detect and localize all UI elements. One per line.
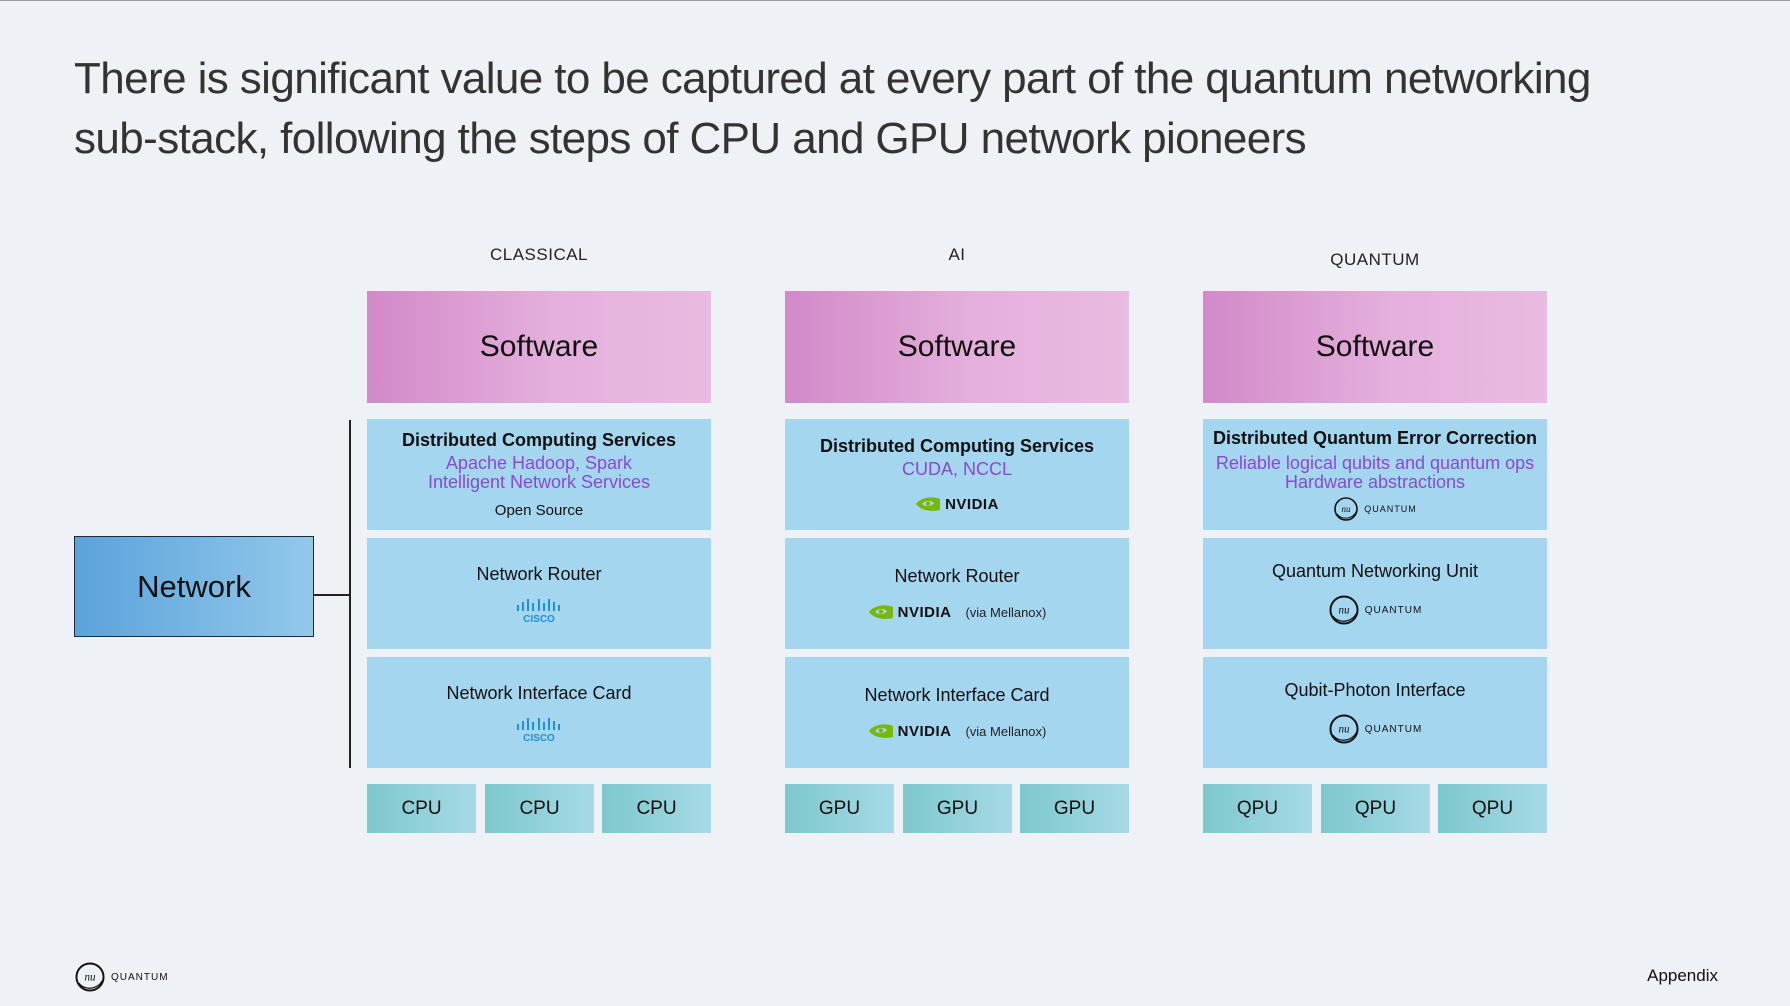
column-label-ai: AI	[948, 245, 966, 264]
nu-quantum-icon: nu	[75, 962, 105, 992]
nu-quantum-logo: nu QUANTUM	[1328, 713, 1423, 745]
services-sub-1: Apache Hadoop, Spark	[445, 453, 633, 473]
chip-cpu: CPU	[367, 784, 476, 833]
services-sub-1: CUDA, NCCL	[901, 459, 1012, 479]
column-label-classical: CLASSICAL	[489, 245, 589, 264]
cisco-icon: CISCO	[517, 599, 560, 623]
chip-cpu: CPU	[602, 784, 711, 833]
svg-text:nu: nu	[84, 972, 96, 984]
cisco-logo: CISCO	[514, 716, 564, 742]
network-label: Network	[137, 568, 251, 604]
router-box-classical: Network Router CISCO	[367, 538, 711, 649]
footer-nu-quantum-logo: nu QUANTUM	[74, 961, 169, 993]
nvidia-eye-icon	[868, 724, 893, 738]
nu-quantum-icon: nu	[1334, 496, 1359, 521]
via-mellanox: (via Mellanox)	[965, 723, 1047, 739]
qnu-box-quantum: Quantum Networking Unit nu QUANTUM	[1203, 538, 1547, 649]
services-box-ai: Distributed Computing Services CUDA, NCC…	[785, 419, 1129, 530]
cisco-icon: CISCO	[517, 718, 560, 742]
software-label: Software	[897, 330, 1017, 363]
nu-quantum-wordmark: QUANTUM	[1364, 604, 1423, 616]
software-label: Software	[479, 330, 599, 363]
nvidia-logo: NVIDIA (via Mellanox)	[868, 722, 1047, 740]
services-box-classical: Distributed Computing Services Apache Ha…	[367, 419, 711, 530]
chip-cpu: CPU	[485, 784, 594, 833]
nvidia-logo: NVIDIA (via Mellanox)	[868, 603, 1047, 621]
software-label: Software	[1315, 330, 1435, 363]
slide-title: There is significant value to be capture…	[74, 49, 1674, 169]
chip-qpu: QPU	[1203, 784, 1312, 833]
nu-quantum-icon: nu	[1329, 595, 1359, 625]
svg-text:nu: nu	[1342, 504, 1352, 514]
nvidia-logo: NVIDIA	[915, 495, 999, 513]
nvidia-wordmark: NVIDIA	[897, 603, 952, 621]
cisco-logo: CISCO	[514, 597, 564, 623]
router-title: Network Router	[476, 564, 602, 584]
chip-gpu: GPU	[785, 784, 894, 833]
svg-text:nu: nu	[1338, 724, 1350, 736]
network-box: Network	[74, 536, 314, 637]
nic-title: Network Interface Card	[864, 685, 1050, 705]
footer-appendix-label: Appendix	[1647, 966, 1718, 985]
nic-box-classical: Network Interface Card CISCO	[367, 657, 711, 768]
connector-horizontal	[314, 594, 350, 596]
column-label-quantum: QUANTUM	[1330, 250, 1420, 269]
software-box-classical: Software	[367, 291, 711, 403]
nu-quantum-logo: nu QUANTUM	[1328, 594, 1423, 626]
nvidia-eye-icon	[868, 605, 893, 619]
services-sub-2: Hardware abstractions	[1284, 471, 1466, 492]
router-title: Network Router	[894, 566, 1020, 586]
services-title: Distributed Quantum Error Correction	[1212, 427, 1538, 448]
services-box-quantum: Distributed Quantum Error Correction Rel…	[1203, 419, 1547, 530]
title-line-2: sub-stack, following the steps of CPU an…	[74, 114, 1307, 163]
chip-gpu: GPU	[903, 784, 1012, 833]
nvidia-wordmark: NVIDIA	[897, 722, 952, 740]
nu-quantum-wordmark: QUANTUM	[1364, 723, 1423, 735]
nvidia-wordmark: NVIDIA	[945, 495, 999, 513]
title-line-1: There is significant value to be capture…	[74, 54, 1591, 103]
router-title: Quantum Networking Unit	[1271, 561, 1479, 581]
connector-vertical	[349, 420, 351, 768]
svg-text:nu: nu	[1338, 605, 1350, 617]
software-box-quantum: Software	[1203, 291, 1547, 403]
chip-gpu: GPU	[1020, 784, 1129, 833]
nu-quantum-wordmark: QUANTUM	[1364, 503, 1417, 514]
chip-qpu: QPU	[1438, 784, 1547, 833]
services-title: Distributed Computing Services	[819, 436, 1095, 456]
nvidia-eye-icon	[916, 497, 941, 511]
nu-quantum-icon: nu	[1329, 714, 1359, 744]
services-sub-2: Intelligent Network Services	[427, 472, 651, 492]
services-note: Open Source	[494, 502, 584, 519]
nic-title: Network Interface Card	[446, 683, 632, 703]
services-sub-1: Reliable logical qubits and quantum ops	[1215, 452, 1535, 473]
svg-text:CISCO: CISCO	[523, 614, 555, 623]
nic-title: Qubit-Photon Interface	[1284, 680, 1466, 700]
nic-box-ai: Network Interface Card NVIDIA (via Mella…	[785, 657, 1129, 768]
software-box-ai: Software	[785, 291, 1129, 403]
svg-text:CISCO: CISCO	[523, 733, 555, 742]
router-box-ai: Network Router NVIDIA (via Mellanox)	[785, 538, 1129, 649]
nu-quantum-logo: nu QUANTUM	[1333, 496, 1417, 522]
via-mellanox: (via Mellanox)	[965, 604, 1047, 620]
nu-quantum-wordmark: QUANTUM	[111, 971, 169, 983]
chip-qpu: QPU	[1321, 784, 1430, 833]
qpi-box-quantum: Qubit-Photon Interface nu QUANTUM	[1203, 657, 1547, 768]
services-title: Distributed Computing Services	[401, 430, 677, 450]
